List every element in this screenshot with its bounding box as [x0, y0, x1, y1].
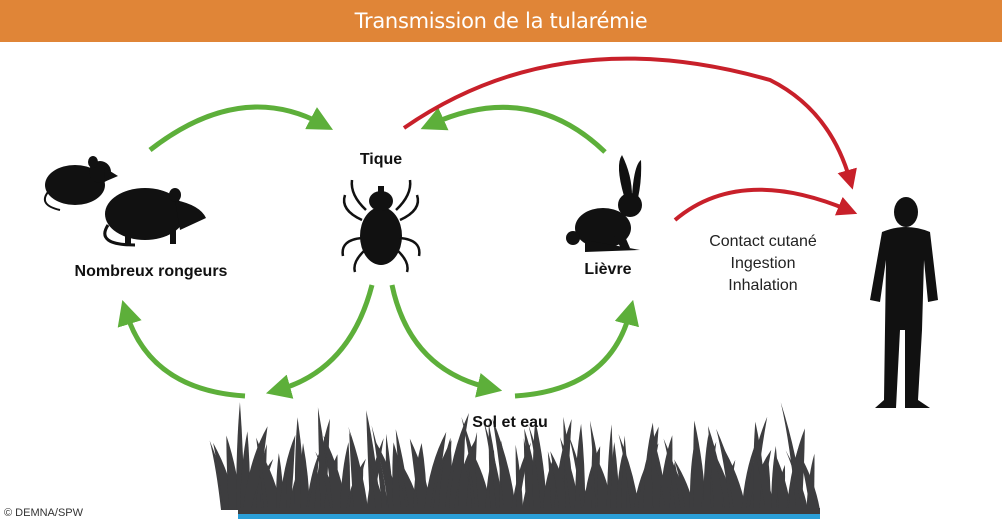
grass-blade [424, 431, 447, 510]
grass-icon [209, 402, 820, 510]
arrow-hare-to-human [673, 187, 858, 222]
grass-blade [300, 443, 310, 510]
hare-icon [566, 155, 642, 252]
grass-blade [559, 437, 580, 510]
grass-blade [720, 442, 747, 510]
grass-blade [348, 426, 369, 510]
arrow-tick-to-rodents [265, 284, 375, 399]
grass-blade [568, 434, 589, 510]
label-soil-water: Sol et eau [472, 414, 548, 431]
grass-blade [371, 425, 389, 510]
grass-blade [741, 443, 756, 510]
grass-blade [483, 420, 504, 510]
grass-blade [693, 420, 706, 510]
grass-blade [243, 426, 268, 510]
grass-blade [409, 438, 432, 510]
arrow-tick-to-human [402, 56, 857, 190]
label-tick: Tique [359, 151, 403, 168]
diagram-title: Transmission de la tularémie [354, 9, 648, 33]
arrow-tick-to-soil [389, 284, 503, 398]
grass-blade [258, 447, 282, 510]
arrow-hare-to-tick [420, 104, 607, 154]
grass-blade [369, 461, 385, 510]
human-transmission-routes: Contact cutané Ingestion Inhalation [709, 231, 817, 297]
grass-blade [618, 434, 640, 510]
grass-blade [515, 444, 524, 510]
route-item: Ingestion [730, 255, 796, 272]
arrow-to-rodents [117, 300, 246, 399]
rodents-icon [44, 156, 206, 247]
grass-blade [785, 450, 809, 510]
route-item: Inhalation [728, 277, 798, 294]
route-item: Contact cutané [709, 233, 817, 250]
label-hare: Lièvre [584, 261, 632, 278]
arrow-rodents-to-tick [148, 104, 334, 152]
arrow-soil-to-hare [514, 299, 639, 399]
grass-blade [340, 442, 351, 510]
tick-icon [341, 179, 421, 273]
ground-strip [238, 508, 820, 514]
grass-blade [798, 452, 820, 510]
grass-blade [654, 464, 675, 510]
grass-blade [674, 459, 695, 510]
copyright: © DEMNA/SPW [4, 507, 83, 519]
title-bar: Transmission de la tularémie [0, 0, 1002, 42]
grass-blade [774, 452, 791, 510]
human-icon [870, 197, 938, 408]
grass-blade [492, 418, 516, 510]
water-strip [238, 514, 820, 519]
grass-blade [753, 447, 775, 510]
grass-blade [306, 451, 320, 510]
label-rodents: Nombreux rongeurs [74, 263, 228, 280]
grass-blade [528, 424, 549, 510]
